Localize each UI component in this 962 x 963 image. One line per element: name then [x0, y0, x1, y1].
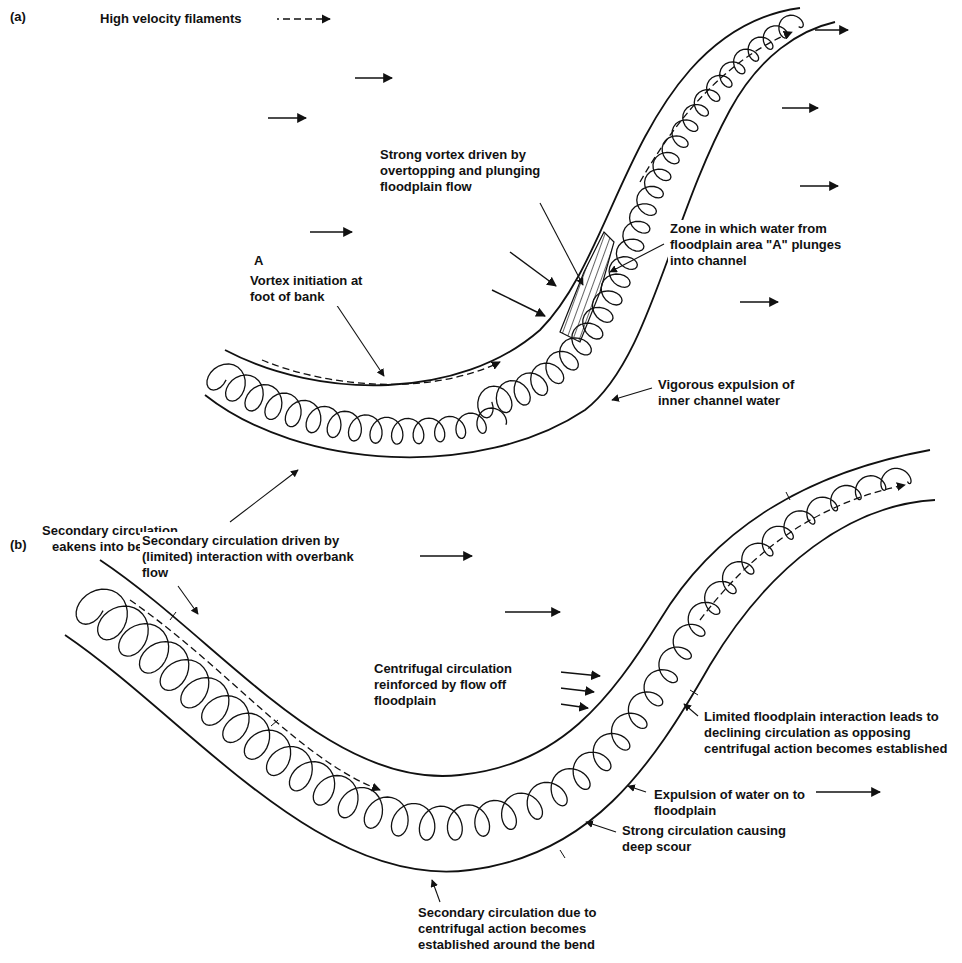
annotation-label: Limited floodplain interaction leads to …: [702, 708, 958, 758]
floodplain-flow-arrows: [268, 30, 880, 792]
annotation-label: Zone in which water from floodplain area…: [668, 220, 862, 270]
annotation-label: A: [252, 252, 276, 270]
annotation-label: Centrifugal circulation reinforced by fl…: [372, 660, 561, 710]
annotation-label: Expulsion of water on to floodplain: [652, 786, 816, 820]
annotation-label: (a): [8, 8, 52, 26]
plunge-zone: [560, 232, 614, 342]
secondary-circulation-coil: [478, 15, 804, 418]
annotation-label: Strong circulation causing deep scour: [620, 822, 794, 856]
annotation-label: High velocity filaments: [98, 10, 277, 28]
secondary-circulation-coil: [207, 364, 506, 444]
annotation-label: Strong vortex driven by overtopping and …: [378, 146, 597, 196]
annotation-label: Vigorous expulsion of inner channel wate…: [656, 376, 830, 410]
annotation-label: (b): [8, 536, 52, 554]
velocity-filaments: [130, 19, 905, 790]
annotation-label: Secondary circulation driven by (limited…: [140, 532, 356, 582]
annotation-label: Secondary circulation due to centrifugal…: [416, 904, 660, 954]
annotation-label: Vortex initiation at foot of bank: [248, 272, 377, 306]
